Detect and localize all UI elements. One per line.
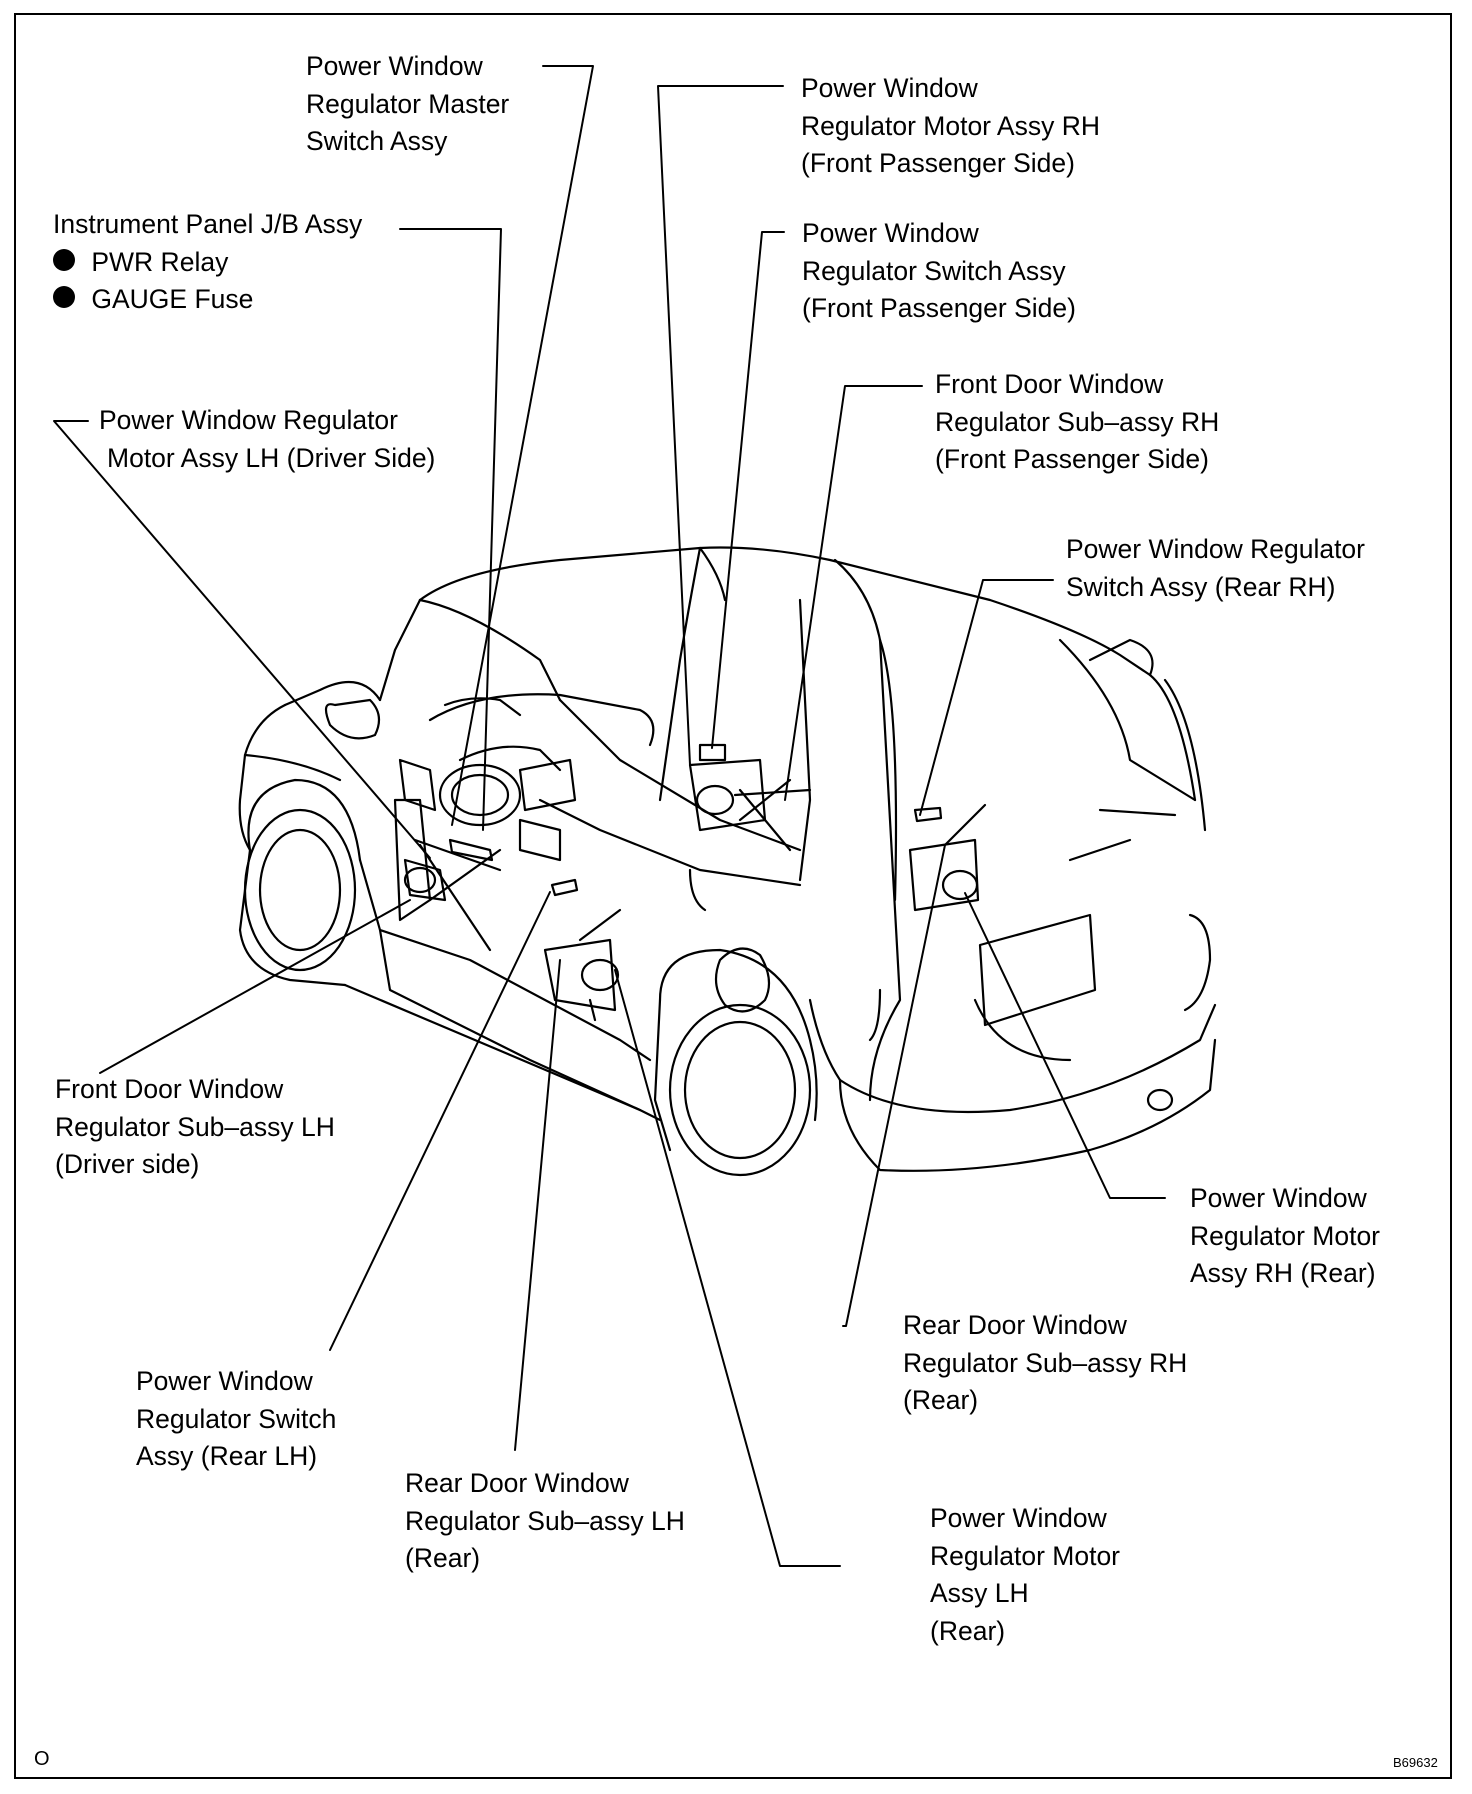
label-line: Motor Assy LH (Driver Side) xyxy=(107,442,436,473)
label-line: (Rear) xyxy=(903,1385,979,1415)
regulator-front-rh xyxy=(688,743,812,852)
diagram-frame xyxy=(14,13,1452,1779)
label-line: Regulator Motor xyxy=(1190,1220,1381,1251)
label-line: (Driver side) xyxy=(55,1149,200,1179)
figure-reference: B69632 xyxy=(1393,1755,1438,1770)
label-master-switch: Power Window Regulator Master Switch Ass… xyxy=(306,48,509,161)
label-front-door-lh: Front Door Window Regulator Sub–assy LH … xyxy=(55,1071,335,1184)
label-line: Regulator Motor Assy RH xyxy=(801,110,1100,141)
label-line: Assy RH (Rear) xyxy=(1190,1258,1376,1288)
jb-item-pwr-relay: PWR Relay xyxy=(53,244,362,282)
leader-lines xyxy=(53,65,1166,1567)
label-line: Regulator Sub–assy LH xyxy=(405,1505,685,1536)
label-line: Power Window xyxy=(801,73,978,103)
label-line: Front Door Window xyxy=(935,369,1164,399)
label-line: Front Door Window xyxy=(55,1074,284,1104)
label-line: Switch Assy xyxy=(306,126,448,156)
label-line: Regulator Master xyxy=(306,88,510,119)
label-line: Power Window xyxy=(1190,1183,1367,1213)
regulator-rear-rh xyxy=(908,803,987,912)
label-motor-rh-rear: Power Window Regulator Motor Assy RH (Re… xyxy=(1190,1180,1380,1293)
label-motor-lh-driver: Power Window Regulator Motor Assy LH (Dr… xyxy=(99,402,435,477)
label-line: Regulator Switch xyxy=(136,1403,337,1434)
label-rear-door-lh: Rear Door Window Regulator Sub–assy LH (… xyxy=(405,1465,685,1578)
label-line: (Rear) xyxy=(405,1543,481,1573)
label-line: Assy (Rear LH) xyxy=(136,1441,318,1471)
label-line: Regulator Sub–assy RH xyxy=(903,1347,1188,1378)
label-line: PWR Relay xyxy=(91,246,229,277)
label-line: (Rear) xyxy=(930,1615,1006,1646)
label-line: GAUGE Fuse xyxy=(91,284,254,314)
label-line: Power Window xyxy=(306,51,483,81)
label-line: Regulator Motor xyxy=(930,1540,1121,1571)
label-line: Rear Door Window xyxy=(903,1310,1127,1340)
label-line: Power Window xyxy=(802,218,979,248)
label-line: Rear Door Window xyxy=(405,1468,629,1498)
regulator-front-lh xyxy=(393,798,502,952)
label-switch-front-passenger: Power Window Regulator Switch Assy (Fron… xyxy=(802,215,1076,328)
label-line: (Front Passenger Side) xyxy=(801,148,1075,178)
label-rear-door-rh: Rear Door Window Regulator Sub–assy RH (… xyxy=(903,1307,1187,1420)
label-line: Regulator Switch Assy xyxy=(802,255,1066,286)
label-line: Assy LH xyxy=(930,1578,1029,1608)
regulator-rear-lh xyxy=(543,878,622,1022)
label-jb-assy: Instrument Panel J/B Assy PWR Relay GAUG… xyxy=(53,206,362,319)
label-line: (Front Passenger Side) xyxy=(935,444,1209,474)
label-line: Instrument Panel J/B Assy xyxy=(53,209,363,239)
jb-item-gauge-fuse: GAUGE Fuse xyxy=(53,281,362,319)
label-switch-rear-lh: Power Window Regulator Switch Assy (Rear… xyxy=(136,1363,336,1476)
label-motor-lh-rear: Power Window Regulator Motor Assy LH (Re… xyxy=(930,1500,1120,1650)
vehicle-body xyxy=(238,546,1217,1177)
label-line: Regulator Sub–assy RH xyxy=(935,406,1220,437)
corner-mark: O xyxy=(34,1748,50,1770)
label-line: Power Window Regulator xyxy=(99,405,398,435)
bullet-icon xyxy=(53,248,75,271)
label-motor-rh-front: Power Window Regulator Motor Assy RH (Fr… xyxy=(801,70,1100,183)
label-line: Power Window Regulator xyxy=(1066,534,1365,564)
label-front-door-rh: Front Door Window Regulator Sub–assy RH … xyxy=(935,366,1219,479)
label-line: Power Window xyxy=(136,1366,313,1396)
label-line: (Front Passenger Side) xyxy=(802,293,1076,323)
label-line: Regulator Sub–assy LH xyxy=(55,1111,335,1142)
label-switch-rear-rh: Power Window Regulator Switch Assy (Rear… xyxy=(1066,531,1365,606)
bullet-icon xyxy=(53,286,75,308)
label-line: Switch Assy (Rear RH) xyxy=(1066,571,1336,602)
label-line: Power Window xyxy=(930,1503,1107,1533)
